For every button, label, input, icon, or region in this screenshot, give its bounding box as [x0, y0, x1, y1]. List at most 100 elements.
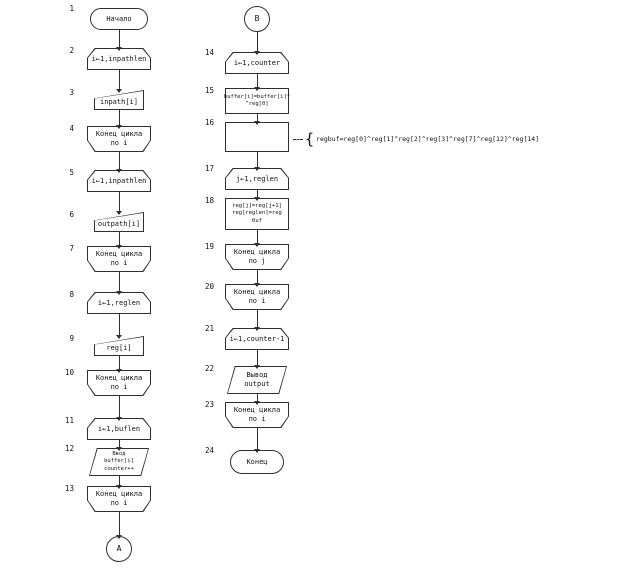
node-number: 15 — [204, 86, 214, 95]
loop-end-node: Конец цикла по i — [87, 370, 151, 396]
node-number: 12 — [64, 444, 74, 453]
node-number: 22 — [204, 364, 214, 373]
annotation-brace: { — [305, 129, 315, 148]
node-label: Конец цикла по i — [233, 288, 281, 305]
node-number: 24 — [204, 446, 214, 455]
flow-arrow — [116, 70, 122, 93]
node-number: 9 — [69, 334, 74, 343]
node-number: 17 — [204, 164, 214, 173]
flow-arrow — [254, 190, 260, 201]
loop-end-node: Конец цикла по i — [225, 402, 289, 428]
node-label: outpath[i] — [97, 219, 141, 228]
node-label: reg[j]=reg[j+1] reg[reglen]=reg бuf — [232, 203, 282, 224]
node-shape-fill — [88, 49, 150, 69]
loop-end-node: Конец цикла по i — [87, 126, 151, 152]
flow-arrow — [254, 310, 260, 331]
node-shape-fill — [226, 245, 288, 269]
annotation: { regbuf=reg[0]^reg[1]^reg[2]^reg[3]^reg… — [293, 131, 539, 147]
loop-begin-node: i←1,counter — [225, 52, 289, 74]
flow-arrow — [254, 270, 260, 287]
node-number: 3 — [69, 88, 74, 97]
node-number: 7 — [69, 244, 74, 253]
node-number: 4 — [69, 124, 74, 133]
flow-arrow — [254, 350, 260, 369]
node-shape-fill — [226, 285, 288, 309]
node-number: 20 — [204, 282, 214, 291]
node-label: Конец цикла по i — [95, 374, 143, 391]
node-shape-fill — [226, 329, 288, 349]
flow-arrow — [116, 512, 122, 539]
flow-arrow — [254, 230, 260, 247]
node-shape-fill — [90, 449, 148, 475]
node-number: 14 — [204, 48, 214, 57]
loop-end-node: Конец цикла по i — [87, 486, 151, 512]
terminator-end-node: Конец — [230, 450, 284, 474]
loop-begin-node: i←1,reglen — [87, 292, 151, 314]
node-number: 8 — [69, 290, 74, 299]
node-label: Ввод buffer[i] counter++ — [104, 451, 134, 472]
node-shape-fill — [88, 487, 150, 511]
flow-arrow — [254, 74, 260, 91]
node-label: i←1,buflen — [97, 424, 141, 433]
flow-arrow — [116, 192, 122, 215]
node-shape-fill — [226, 403, 288, 427]
node-label: i←1,counter — [233, 58, 281, 67]
node-label: i←1,reglen — [97, 298, 141, 307]
loop-begin-node: i←1,inpathlen — [87, 170, 151, 192]
loop-end-node: Конец цикла по j — [225, 244, 289, 270]
flow-arrow — [254, 32, 260, 55]
flow-arrow — [116, 110, 122, 129]
node-label: Конец цикла по i — [95, 490, 143, 507]
node-label: Конец цикла по i — [95, 250, 143, 267]
loop-begin-node: j←1,reglen — [225, 168, 289, 190]
node-label: j←1,reglen — [235, 174, 279, 183]
flow-arrow — [116, 152, 122, 173]
node-label: reg[i] — [106, 343, 132, 352]
process-node — [225, 122, 289, 152]
node-number: 21 — [204, 324, 214, 333]
flow-arrow — [254, 394, 260, 405]
loop-begin-node: i←1,buflen — [87, 418, 151, 440]
node-label: Начало — [106, 14, 132, 23]
node-number: 13 — [64, 484, 74, 493]
loop-begin-node: i←1,counter-1 — [225, 328, 289, 350]
input-node: Ввод buffer[i] counter++ — [89, 448, 149, 476]
node-shape-fill — [88, 127, 150, 151]
connector-a-node: A — [106, 536, 132, 562]
node-label: Конец — [246, 457, 268, 466]
node-shape-fill — [226, 169, 288, 189]
connector-b-node: B — [244, 6, 270, 32]
node-label: A — [116, 544, 122, 553]
node-label: Конец цикла по i — [95, 130, 143, 147]
loop-end-node: Конец цикла по i — [225, 284, 289, 310]
node-label: buffer[i]=buffer[i]^ ^reg[0] — [223, 93, 291, 107]
flow-arrow — [116, 356, 122, 373]
annotation-text: regbuf=reg[0]^reg[1]^reg[2]^reg[3]^reg[7… — [316, 135, 540, 143]
node-label: Конец цикла по j — [233, 248, 281, 265]
node-shape-fill — [228, 367, 286, 393]
node-number: 1 — [69, 4, 74, 13]
node-shape-fill — [88, 419, 150, 439]
flow-arrow — [254, 152, 260, 171]
node-label: Конец цикла по i — [233, 406, 281, 423]
flow-arrow — [254, 114, 260, 125]
node-label — [226, 123, 288, 151]
node-number: 5 — [69, 168, 74, 177]
node-shape-fill — [88, 171, 150, 191]
flow-arrow — [254, 428, 260, 453]
flow-arrow — [116, 314, 122, 339]
node-label: i←1,counter-1 — [229, 334, 285, 343]
node-shape-fill — [88, 371, 150, 395]
node-number: 6 — [69, 210, 74, 219]
node-label: inpath[i] — [100, 97, 138, 106]
process-node: buffer[i]=buffer[i]^ ^reg[0] — [223, 88, 291, 114]
loop-end-node: Конец цикла по i — [87, 246, 151, 272]
node-number: 11 — [64, 416, 74, 425]
flow-arrow — [116, 30, 122, 51]
node-number: 18 — [204, 196, 214, 205]
node-label: i←1,inpathlen — [91, 54, 147, 63]
flow-arrow — [116, 396, 122, 421]
io-node: reg[i] — [94, 336, 144, 356]
node-label: B — [254, 14, 260, 23]
terminator-start-node: Начало — [90, 8, 148, 30]
